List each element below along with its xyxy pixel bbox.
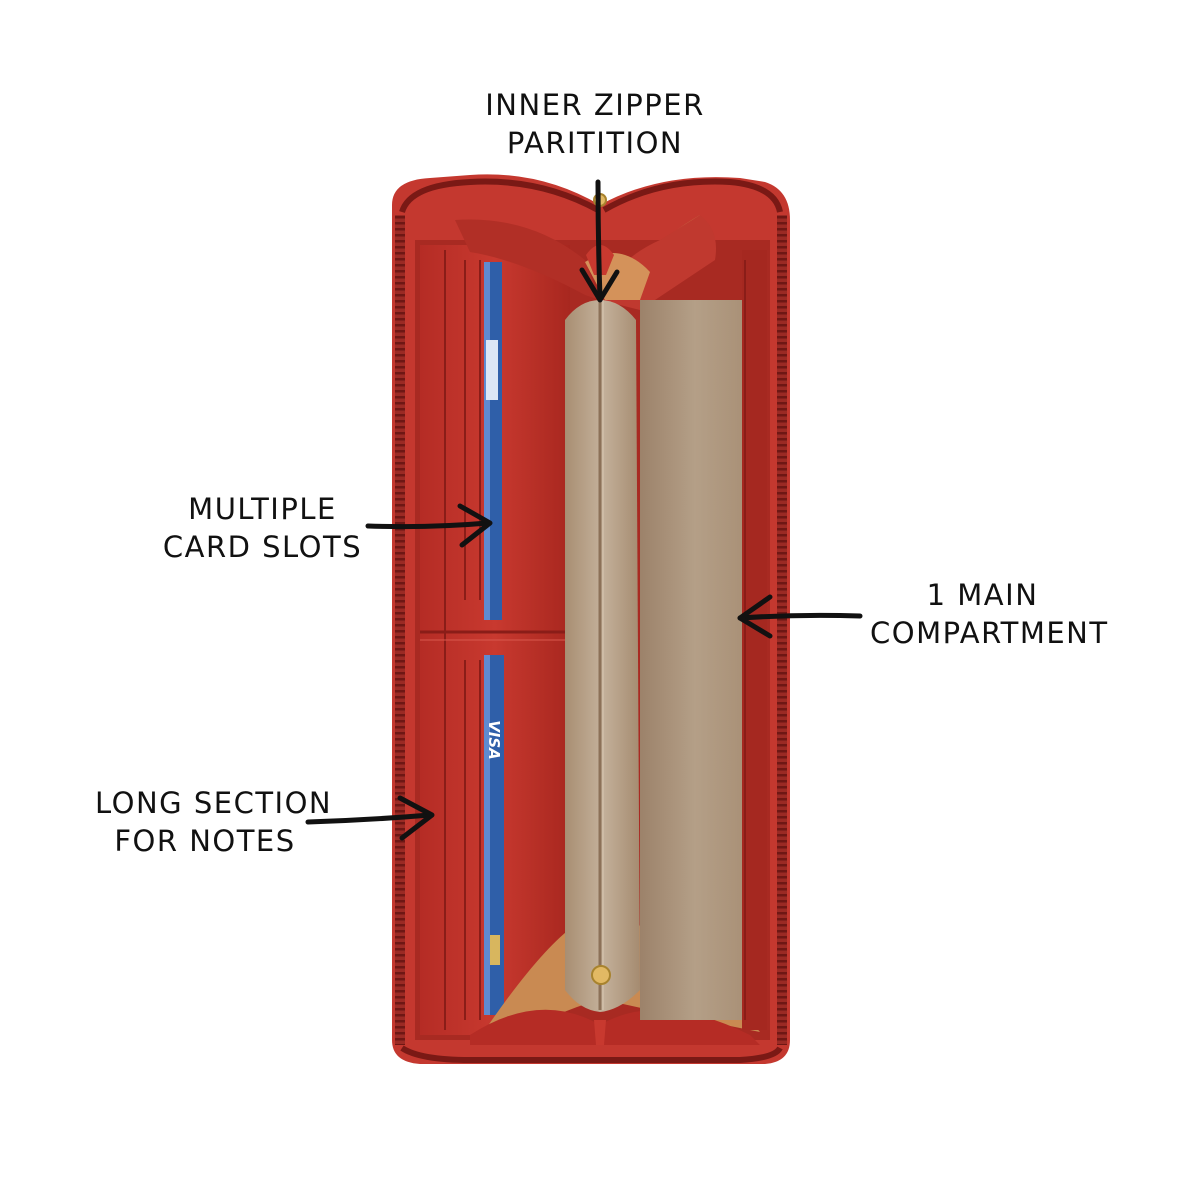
gusset-top (455, 215, 716, 310)
arrow-main-icon (737, 594, 863, 639)
label-line: FOR NOTES (114, 824, 296, 858)
label-multiple-card-slots: MULTIPLE CARD SLOTS (150, 490, 375, 566)
label-line: PARITITION (506, 126, 684, 160)
arrow-zipper-icon (579, 179, 620, 303)
card-brand-mark: VISA (485, 720, 503, 760)
label-line: MULTIPLE (188, 492, 337, 526)
label-line: COMPARTMENT (870, 616, 1109, 650)
arrow-notes-icon (305, 795, 435, 841)
label-line: LONG SECTION (95, 786, 333, 820)
label-inner-zipper-partition: INNER ZIPPER PARITITION (470, 86, 720, 162)
bank-card-upper (484, 262, 502, 620)
label-long-section-notes: LONG SECTION FOR NOTES (95, 784, 333, 860)
zipper-partition (565, 193, 640, 1045)
label-line: 1 MAIN (926, 578, 1039, 612)
label-main-compartment: 1 MAIN COMPARTMENT (870, 576, 1109, 652)
main-compartment (640, 250, 767, 1030)
zipper-pull-icon (591, 965, 611, 985)
bank-card-lower (484, 655, 504, 1015)
label-line: CARD SLOTS (162, 530, 363, 564)
arrow-cards-icon (365, 503, 493, 548)
label-line: INNER ZIPPER (485, 88, 705, 122)
